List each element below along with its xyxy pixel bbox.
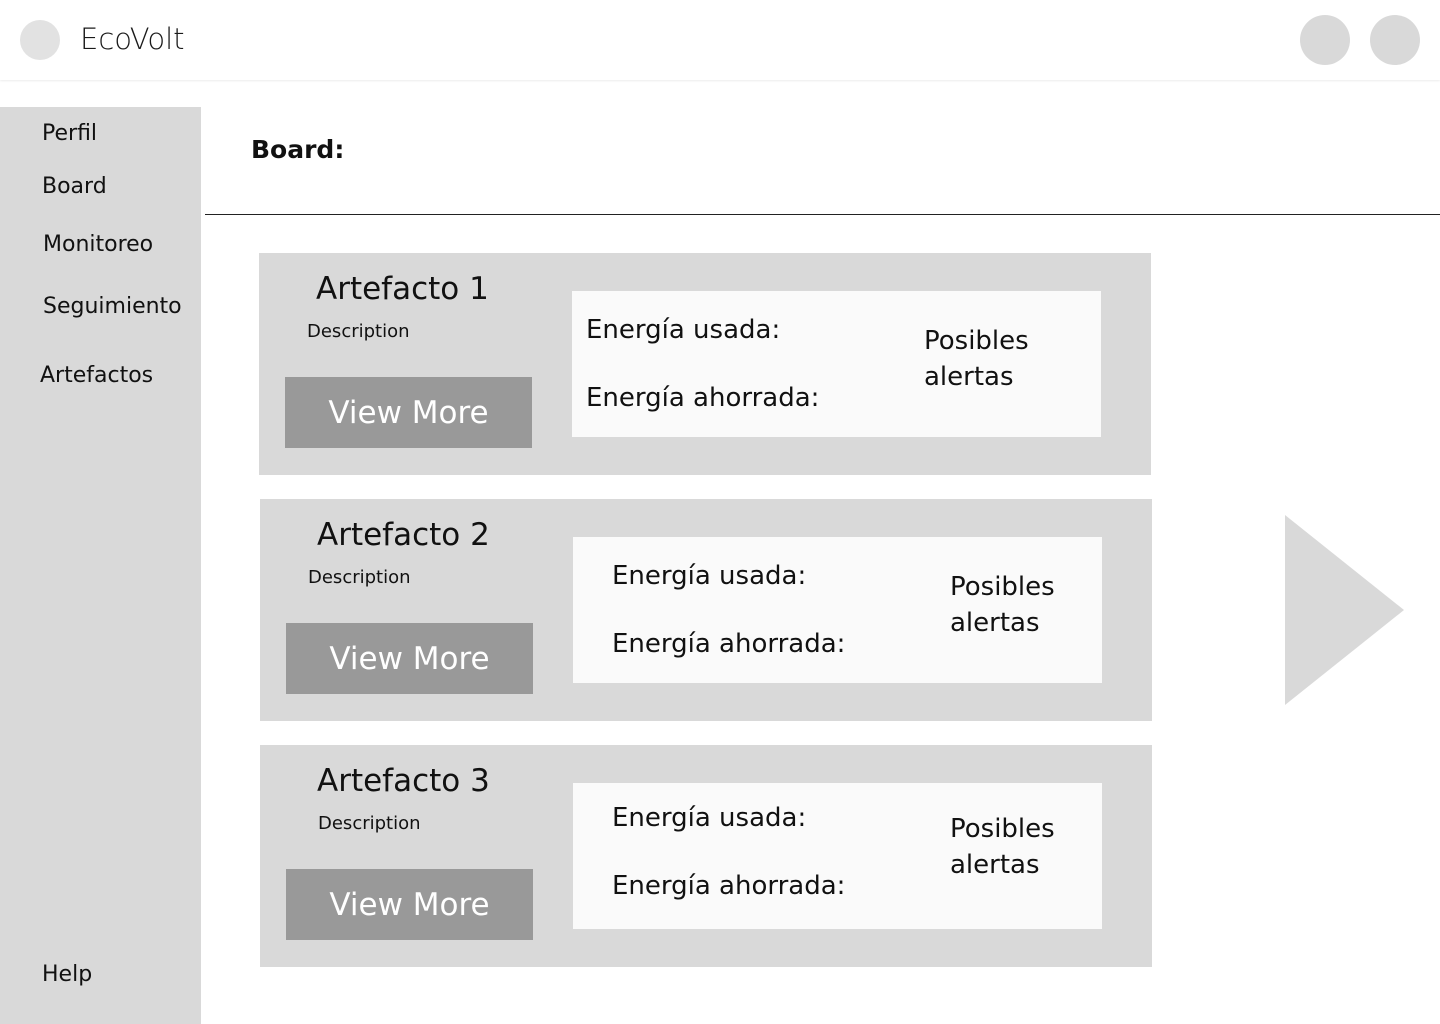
view-more-button[interactable]: View More	[286, 869, 533, 940]
energy-info-box: Energía usada: Energía ahorrada: Posible…	[573, 537, 1102, 683]
play-arrow-icon[interactable]	[1285, 515, 1404, 705]
alerts-line: Posibles	[924, 326, 1029, 356]
card-description: Description	[318, 813, 421, 834]
alerts-line: Posibles	[950, 572, 1055, 602]
sidebar-item-board[interactable]: Board	[42, 174, 107, 199]
sidebar-item-help[interactable]: Help	[42, 962, 93, 987]
view-more-button[interactable]: View More	[286, 623, 533, 694]
view-more-button[interactable]: View More	[285, 377, 532, 448]
energy-used-label: Energía usada:	[612, 803, 807, 833]
sidebar-item-perfil[interactable]: Perfil	[42, 121, 98, 146]
app-title: EcoVolt	[80, 22, 185, 56]
card-description: Description	[307, 321, 410, 342]
notifications-icon[interactable]	[1300, 15, 1350, 65]
energy-info-box: Energía usada: Energía ahorrada: Posible…	[572, 291, 1101, 437]
alerts-line: alertas	[950, 850, 1040, 880]
energy-used-label: Energía usada:	[612, 561, 807, 591]
energy-used-label: Energía usada:	[586, 315, 781, 345]
logo-icon	[20, 20, 60, 60]
energy-saved-label: Energía ahorrada:	[586, 383, 820, 413]
artefacto-card: Artefacto 1 Description View More Energí…	[259, 253, 1151, 475]
sidebar-item-seguimiento[interactable]: Seguimiento	[43, 294, 182, 319]
user-avatar[interactable]	[1370, 15, 1420, 65]
sidebar-item-monitoreo[interactable]: Monitoreo	[43, 232, 154, 257]
card-title: Artefacto 3	[317, 763, 490, 799]
header-divider	[205, 214, 1440, 215]
card-description: Description	[308, 567, 411, 588]
top-bar: EcoVolt	[0, 0, 1440, 80]
energy-info-box: Energía usada: Energía ahorrada: Posible…	[573, 783, 1102, 929]
alerts-line: Posibles	[950, 814, 1055, 844]
card-title: Artefacto 2	[317, 517, 490, 553]
page-title: Board:	[251, 135, 345, 164]
alerts-label: Posibles alertas	[950, 569, 1055, 641]
alerts-line: alertas	[924, 362, 1014, 392]
alerts-label: Posibles alertas	[924, 323, 1029, 395]
artefacto-card: Artefacto 3 Description View More Energí…	[260, 745, 1152, 967]
energy-saved-label: Energía ahorrada:	[612, 871, 846, 901]
energy-saved-label: Energía ahorrada:	[612, 629, 846, 659]
alerts-line: alertas	[950, 608, 1040, 638]
artefacto-card: Artefacto 2 Description View More Energí…	[260, 499, 1152, 721]
card-title: Artefacto 1	[316, 271, 489, 307]
alerts-label: Posibles alertas	[950, 811, 1055, 883]
sidebar-item-artefactos[interactable]: Artefactos	[40, 363, 154, 388]
sidebar: Perfil Board Monitoreo Seguimiento Artef…	[0, 107, 201, 1024]
